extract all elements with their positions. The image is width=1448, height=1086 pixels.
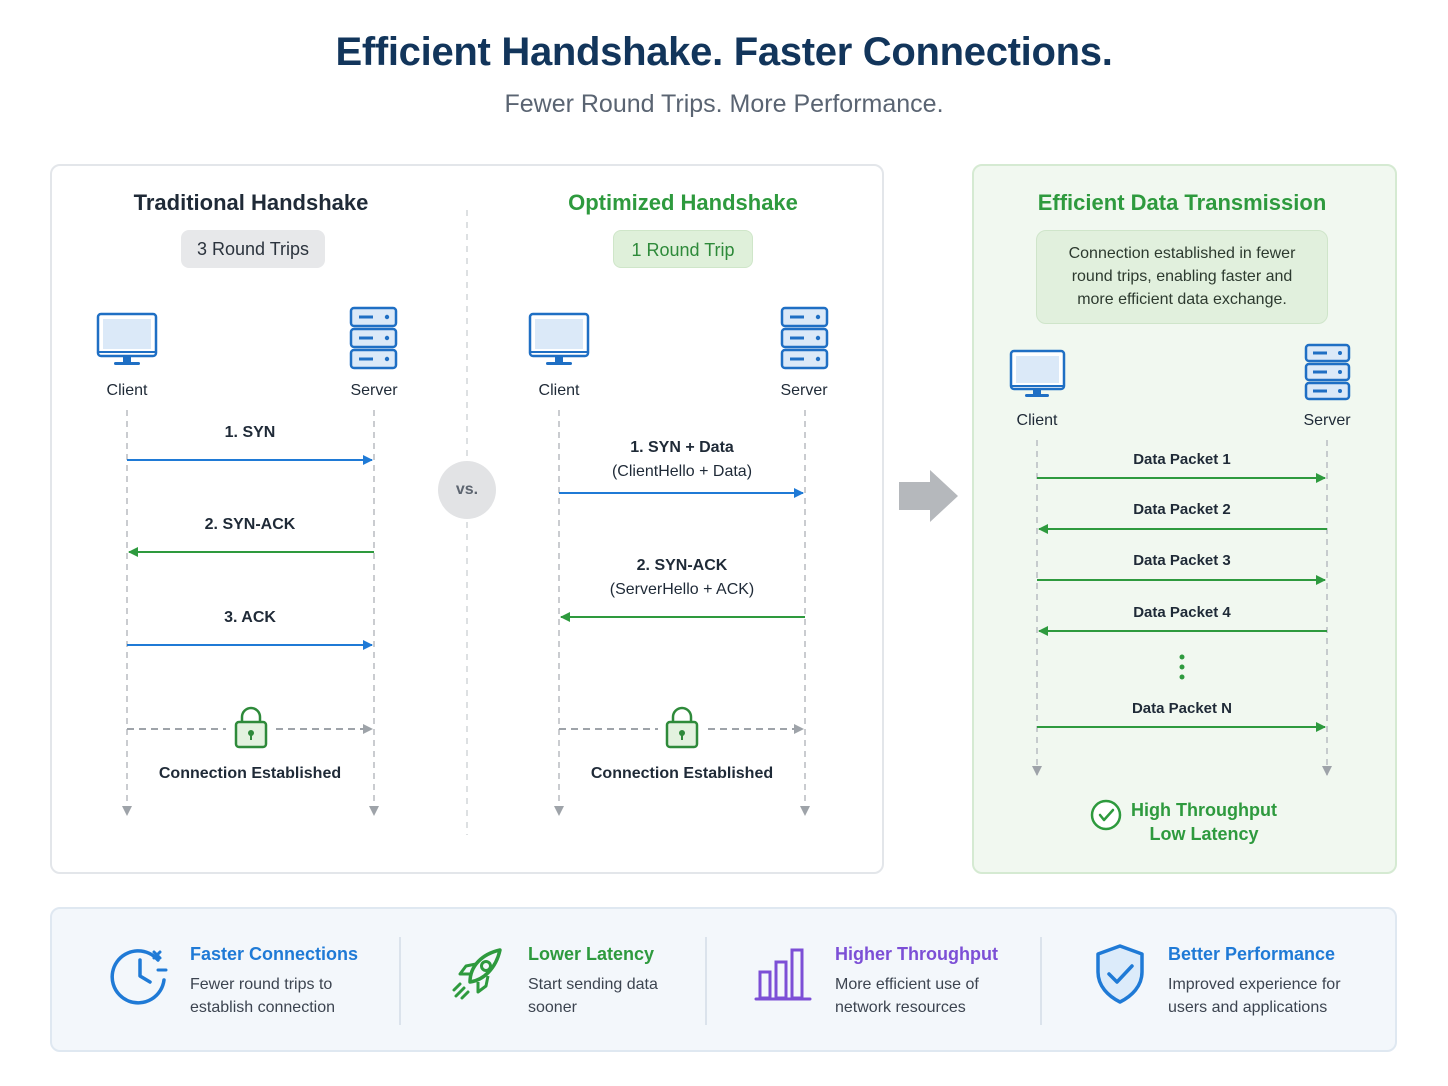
server-label: Server bbox=[780, 382, 828, 399]
connection-established-label: Connection Established bbox=[590, 765, 774, 782]
client-label: Client bbox=[538, 382, 580, 399]
message-syn-ack: 2. SYN-ACK bbox=[204, 516, 296, 533]
benefit-title: Higher Throughput bbox=[835, 944, 998, 964]
message-syn-data-detail: (ClientHello + Data) bbox=[611, 463, 753, 480]
packet-label: Data Packet 4 bbox=[1133, 604, 1231, 621]
packet-label: Data Packet N bbox=[1131, 700, 1233, 717]
message-syn: 1. SYN bbox=[224, 424, 276, 441]
traditional-title: Traditional Handshake bbox=[133, 190, 369, 215]
client-label: Client bbox=[1016, 412, 1058, 429]
benefit-title: Better Performance bbox=[1168, 944, 1336, 964]
message-syn-data: 1. SYN + Data (ClientHello + Data) bbox=[562, 436, 802, 484]
packet-label: Data Packet 1 bbox=[1133, 451, 1231, 468]
server-icon bbox=[349, 306, 398, 370]
traditional-round-trips-badge: 3 Round Trips bbox=[181, 230, 325, 268]
message-ack: 3. ACK bbox=[224, 609, 276, 626]
result-line-2: Low Latency bbox=[1149, 824, 1259, 844]
throughput-result: High Throughput Low Latency bbox=[1124, 798, 1284, 846]
rocket-icon bbox=[452, 948, 502, 1000]
packet-label: Data Packet 3 bbox=[1133, 552, 1231, 569]
lock-icon bbox=[665, 706, 699, 749]
server-label: Server bbox=[1303, 412, 1351, 429]
connection-established-label: Connection Established bbox=[158, 765, 342, 782]
client-monitor-icon bbox=[96, 312, 158, 365]
benefit-title: Lower Latency bbox=[528, 944, 655, 964]
transmission-info-box: Connection established in fewer round tr… bbox=[1036, 230, 1328, 324]
benefit-desc: Fewer round trips to establish connectio… bbox=[190, 976, 335, 1016]
right-arrow-icon bbox=[899, 470, 958, 522]
benefit-lower-latency: Lower Latency Start sending data sooner bbox=[528, 944, 698, 1019]
transmission-diagram bbox=[1009, 343, 1351, 831]
message-syn-ack-detail: (ServerHello + ACK) bbox=[609, 581, 755, 598]
client-monitor-icon bbox=[528, 312, 590, 365]
lock-icon bbox=[234, 706, 268, 749]
benefits-bar bbox=[50, 907, 1397, 1052]
benefit-desc: More efficient use of network resources bbox=[835, 976, 979, 1016]
benefit-better-performance: Better Performance Improved experience f… bbox=[1168, 944, 1383, 1019]
benefit-faster-connections: Faster Connections Fewer round trips to … bbox=[190, 944, 390, 1019]
shield-check-icon bbox=[1096, 944, 1144, 1004]
packet-label: Data Packet 2 bbox=[1133, 501, 1231, 518]
client-label: Client bbox=[106, 382, 148, 399]
ellipsis-icon bbox=[1179, 654, 1185, 680]
transmission-title: Efficient Data Transmission bbox=[1037, 190, 1327, 215]
benefit-higher-throughput: Higher Throughput More efficient use of … bbox=[835, 944, 1030, 1019]
benefit-divider bbox=[705, 937, 707, 1025]
optimized-round-trips-badge: 1 Round Trip bbox=[613, 230, 753, 268]
client-monitor-icon bbox=[1009, 349, 1066, 397]
check-circle-icon bbox=[1090, 799, 1122, 831]
benefit-desc: Improved experience for users and applic… bbox=[1168, 976, 1341, 1016]
result-line-1: High Throughput bbox=[1131, 800, 1277, 820]
server-icon bbox=[1304, 343, 1351, 401]
server-icon bbox=[780, 306, 829, 370]
benefit-divider bbox=[399, 937, 401, 1025]
message-syn-ack-label: 2. SYN-ACK bbox=[636, 557, 728, 574]
clock-icon bbox=[110, 949, 168, 1005]
server-label: Server bbox=[350, 382, 398, 399]
benefit-desc: Start sending data sooner bbox=[528, 976, 658, 1016]
bar-chart-icon bbox=[754, 948, 812, 1001]
page-subtitle: Fewer Round Trips. More Performance. bbox=[504, 90, 944, 118]
message-syn-ack: 2. SYN-ACK (ServerHello + ACK) bbox=[562, 554, 802, 602]
benefit-title: Faster Connections bbox=[190, 944, 359, 964]
vs-badge: vs. bbox=[438, 461, 496, 519]
optimized-title: Optimized Handshake bbox=[568, 190, 798, 215]
page-title: Efficient Handshake. Faster Connections. bbox=[335, 30, 1113, 74]
benefit-divider bbox=[1040, 937, 1042, 1025]
message-syn-data-label: 1. SYN + Data bbox=[630, 439, 734, 456]
